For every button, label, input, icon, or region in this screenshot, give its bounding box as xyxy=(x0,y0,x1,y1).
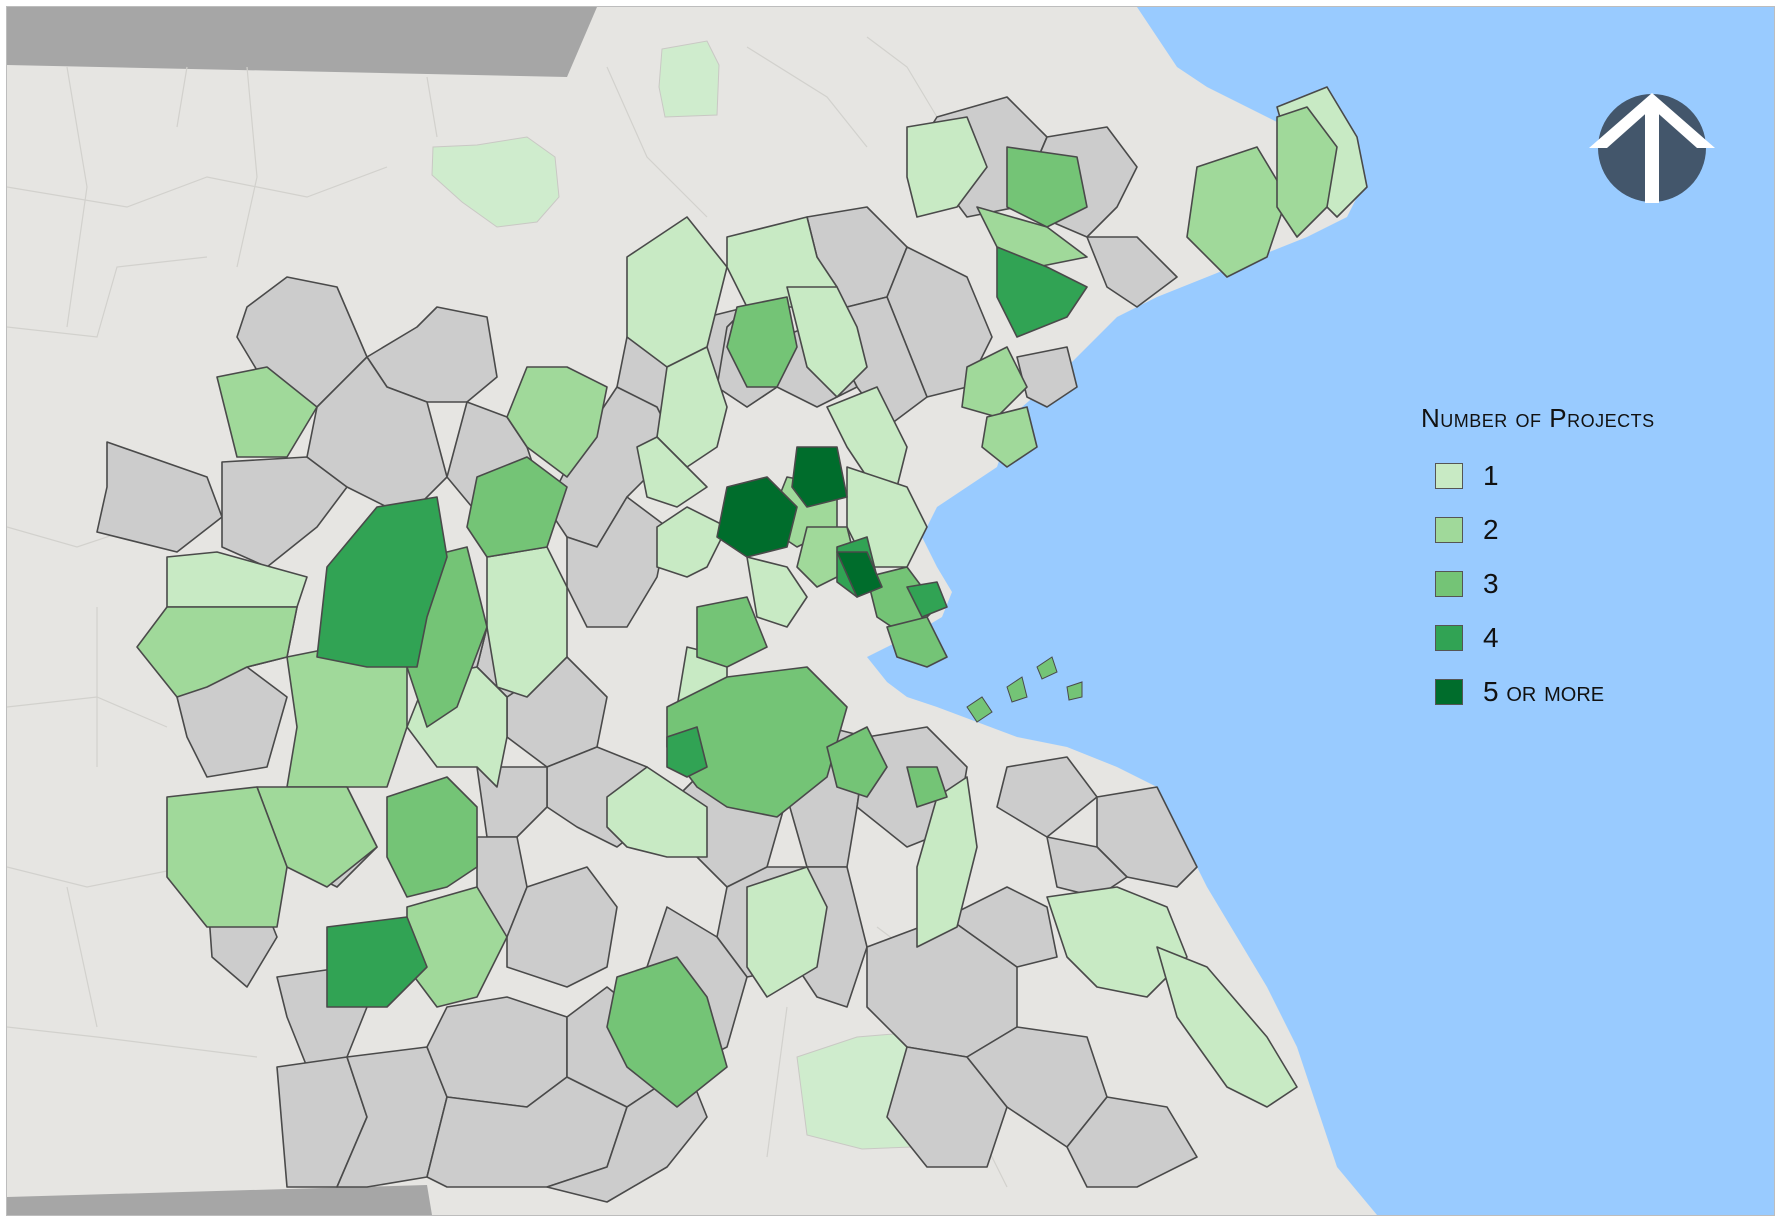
legend-swatch xyxy=(1435,679,1463,705)
choropleth-map xyxy=(7,7,1774,1215)
legend-label: 2 xyxy=(1483,514,1499,545)
legend-label: 4 xyxy=(1483,622,1499,653)
highway-band-top xyxy=(7,7,597,77)
region-towns-5-plus-projects xyxy=(716,446,883,598)
legend-title: Number of Projects xyxy=(1421,403,1655,433)
legend: Number of Projects 1 2 3 4 5 or more xyxy=(1421,403,1741,733)
legend-swatch xyxy=(1435,625,1463,651)
legend-swatch xyxy=(1435,517,1463,543)
harbor-islands xyxy=(966,656,1083,723)
legend-label: 1 xyxy=(1483,460,1499,491)
ocean xyxy=(867,7,1774,1215)
region-towns-4-projects xyxy=(316,246,1088,1008)
legend-swatch xyxy=(1435,571,1463,597)
legend-label: 3 xyxy=(1483,568,1499,599)
legend-swatch xyxy=(1435,463,1463,489)
highway-band-bottom xyxy=(7,1185,432,1215)
outside-town-northwest xyxy=(431,136,560,228)
outside-region-towns xyxy=(431,40,923,1150)
outside-town-north xyxy=(658,40,720,118)
region-towns-1-project xyxy=(166,86,1368,1108)
legend-label: 5 or more xyxy=(1483,676,1605,707)
upward-arrow-logo-icon xyxy=(1589,93,1715,203)
map: Number of Projects 1 2 3 4 5 or more xyxy=(6,6,1775,1216)
region-towns-2-projects xyxy=(136,106,1338,1008)
